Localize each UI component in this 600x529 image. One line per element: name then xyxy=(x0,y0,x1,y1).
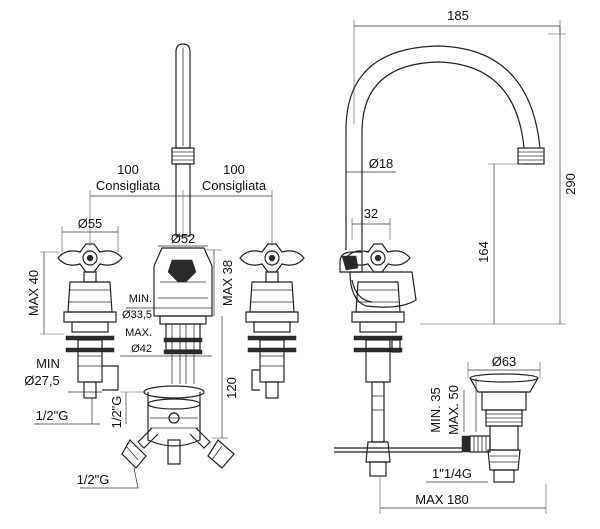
min-label: MIN xyxy=(36,356,60,371)
left-valve xyxy=(57,243,123,399)
spacing-right-value: 100 xyxy=(223,162,245,177)
depth-label: 120 xyxy=(224,377,239,399)
curved-spout xyxy=(345,45,545,250)
spout-front xyxy=(171,43,195,237)
side-view: 185 290 164 Ø18 32 Ø63 MIN. 35 MAX. 50 1… xyxy=(334,8,578,514)
spout-height-label: 290 xyxy=(563,173,578,195)
spout-width-label: 185 xyxy=(447,8,469,23)
waste-min-label: MIN. 35 xyxy=(428,387,443,433)
spacing-left-value: 100 xyxy=(117,162,139,177)
hole-min-label: MIN. xyxy=(129,293,152,305)
spacing-left-note: Consigliata xyxy=(96,178,161,193)
handle-diameter-label: Ø55 xyxy=(78,216,103,231)
max-height-mid-label: MAX 38 xyxy=(220,260,235,306)
waste-max-label: MAX. 50 xyxy=(446,385,461,435)
inner-height-label: 164 xyxy=(476,241,491,263)
hole-max-value: Ø42 xyxy=(131,343,152,355)
front-dimension-lines xyxy=(34,190,273,489)
waste-valve xyxy=(461,373,539,483)
spout-diameter-label: Ø18 xyxy=(369,156,394,171)
spacing-right-note: Consigliata xyxy=(202,178,267,193)
mixing-body xyxy=(121,385,235,469)
offset-label: 32 xyxy=(364,206,378,221)
central-body xyxy=(153,247,213,384)
body-diameter-label: Ø52 xyxy=(171,231,196,246)
min-value: Ø27,5 xyxy=(24,373,59,388)
hole-max-label: MAX. xyxy=(125,327,152,339)
max-height-left-label: MAX 40 xyxy=(26,270,41,316)
hole-min-value: Ø33,5 xyxy=(122,309,152,321)
thread-bottom-label: 1/2"G xyxy=(77,472,110,487)
side-dimension-lines xyxy=(346,20,566,514)
right-valve xyxy=(239,243,305,399)
thread-vertical-label: 1/2"G xyxy=(109,396,124,429)
waste-reach-label: MAX 180 xyxy=(415,492,468,507)
thread-left-label: 1/2"G xyxy=(36,408,69,423)
front-view: 100 Consigliata 100 Consigliata Ø55 Ø52 … xyxy=(24,43,305,489)
side-body xyxy=(334,243,462,477)
waste-diameter-label: Ø63 xyxy=(492,354,517,369)
waste-thread-label: 1"1/4G xyxy=(432,466,472,481)
